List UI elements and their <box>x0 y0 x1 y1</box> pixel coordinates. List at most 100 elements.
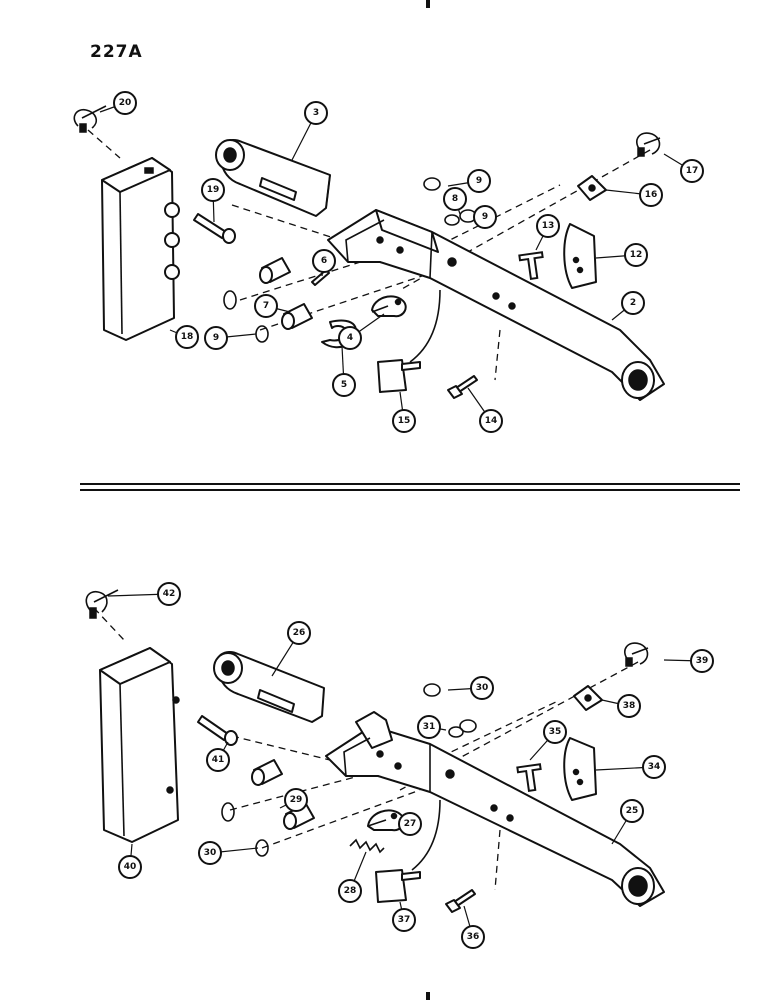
assembly-line <box>429 699 561 763</box>
part-callout: 34 <box>642 755 666 779</box>
callout-number: 5 <box>341 380 347 390</box>
assembly-line <box>93 607 125 641</box>
assembly-line <box>229 759 421 811</box>
part-callout: 14 <box>479 409 503 433</box>
lift-arm-guard-part <box>99 647 180 843</box>
callout-number: 27 <box>404 819 417 829</box>
part-callout: 9 <box>467 169 491 193</box>
callout-circle <box>624 243 648 267</box>
part-callout: 40 <box>118 855 142 879</box>
stop-plate-part <box>377 359 421 393</box>
callout-number: 3 <box>313 108 319 118</box>
callout-circle <box>417 715 441 739</box>
callout-circle <box>680 159 704 183</box>
callout-number: 35 <box>549 727 562 737</box>
part-callout: 41 <box>206 748 230 772</box>
latch-part <box>367 809 405 832</box>
part-callout: 28 <box>338 879 362 903</box>
stabilizer-block-part <box>563 737 597 801</box>
callout-number: 42 <box>163 589 176 599</box>
callout-number: 40 <box>124 862 137 872</box>
tee-plate-part: T <box>518 246 547 289</box>
linch-pin-part <box>73 105 107 133</box>
part-callout: 37 <box>392 908 416 932</box>
lift-arm-guard-part <box>101 157 180 341</box>
callout-number: 26 <box>293 628 306 638</box>
part-callout: 7 <box>254 294 278 318</box>
part-callout: 30 <box>198 841 222 865</box>
stop-plate-part <box>375 869 421 903</box>
callout-circle <box>284 788 308 812</box>
pin-part <box>193 213 236 244</box>
callout-number: 14 <box>485 416 498 426</box>
part-callout: 39 <box>690 649 714 673</box>
part-callout: 5 <box>332 373 356 397</box>
callout-circle <box>113 91 137 115</box>
callout-circle <box>690 649 714 673</box>
callout-circle <box>312 249 336 273</box>
linch-pin-part <box>636 132 661 157</box>
bolt-part <box>447 375 478 399</box>
assembly-line <box>87 129 121 159</box>
callout-number: 18 <box>181 332 194 342</box>
lift-link-part <box>215 139 331 217</box>
callout-number: 9 <box>213 333 219 343</box>
callout-circle <box>338 326 362 350</box>
callout-circle <box>157 582 181 606</box>
callout-number: 9 <box>476 176 482 186</box>
callout-circle <box>621 291 645 315</box>
callout-number: 4 <box>347 333 353 343</box>
part-callout: 30 <box>470 676 494 700</box>
assembly-line <box>494 829 501 891</box>
part-callout: 20 <box>113 91 137 115</box>
part-callout: 12 <box>624 243 648 267</box>
callout-number: 9 <box>482 212 488 222</box>
callout-number: 13 <box>542 221 555 231</box>
callout-circle <box>470 676 494 700</box>
assembly-line <box>261 789 421 849</box>
part-callout: 29 <box>284 788 308 812</box>
callout-number: 15 <box>398 416 411 426</box>
callout-number: 25 <box>626 806 639 816</box>
linch-pin-part <box>624 642 649 667</box>
latch-part <box>371 295 407 318</box>
callout-number: 7 <box>263 301 269 311</box>
part-callout: 9 <box>473 205 497 229</box>
callout-number: 2 <box>630 298 636 308</box>
callout-number: 20 <box>119 98 132 108</box>
part-callout: 13 <box>536 214 560 238</box>
part-callout: 38 <box>617 694 641 718</box>
assembly-line <box>411 799 441 871</box>
callout-circle <box>620 799 644 823</box>
callout-number: 12 <box>630 250 643 260</box>
pivot-pin-part <box>251 759 315 830</box>
part-callout: 6 <box>312 249 336 273</box>
callout-number: 19 <box>207 185 220 195</box>
callout-number: 34 <box>648 762 661 772</box>
callout-number: 36 <box>467 932 480 942</box>
callout-number: 17 <box>686 166 699 176</box>
part-callout: 27 <box>398 812 422 836</box>
assembly-line <box>399 661 639 791</box>
callout-circle <box>461 925 485 949</box>
callout-circle <box>543 720 567 744</box>
part-callout: 36 <box>461 925 485 949</box>
stabilizer-block-part <box>563 223 597 289</box>
callout-circle <box>198 841 222 865</box>
lift-link-part <box>213 651 325 723</box>
assembly-line <box>239 239 431 301</box>
callout-number: 28 <box>344 886 357 896</box>
page-number: 227A <box>90 42 143 62</box>
callout-circle <box>642 755 666 779</box>
callout-circle <box>617 694 641 718</box>
linch-pin-part <box>85 589 119 619</box>
callout-circle <box>639 183 663 207</box>
part-callout: 16 <box>639 183 663 207</box>
part-callout: 3 <box>304 101 328 125</box>
callout-circle <box>206 748 230 772</box>
upper-assembly: T <box>73 105 665 401</box>
callout-circle <box>398 812 422 836</box>
square-washer-part <box>577 175 607 201</box>
assembly-line <box>231 735 331 761</box>
pin-part <box>197 715 238 746</box>
